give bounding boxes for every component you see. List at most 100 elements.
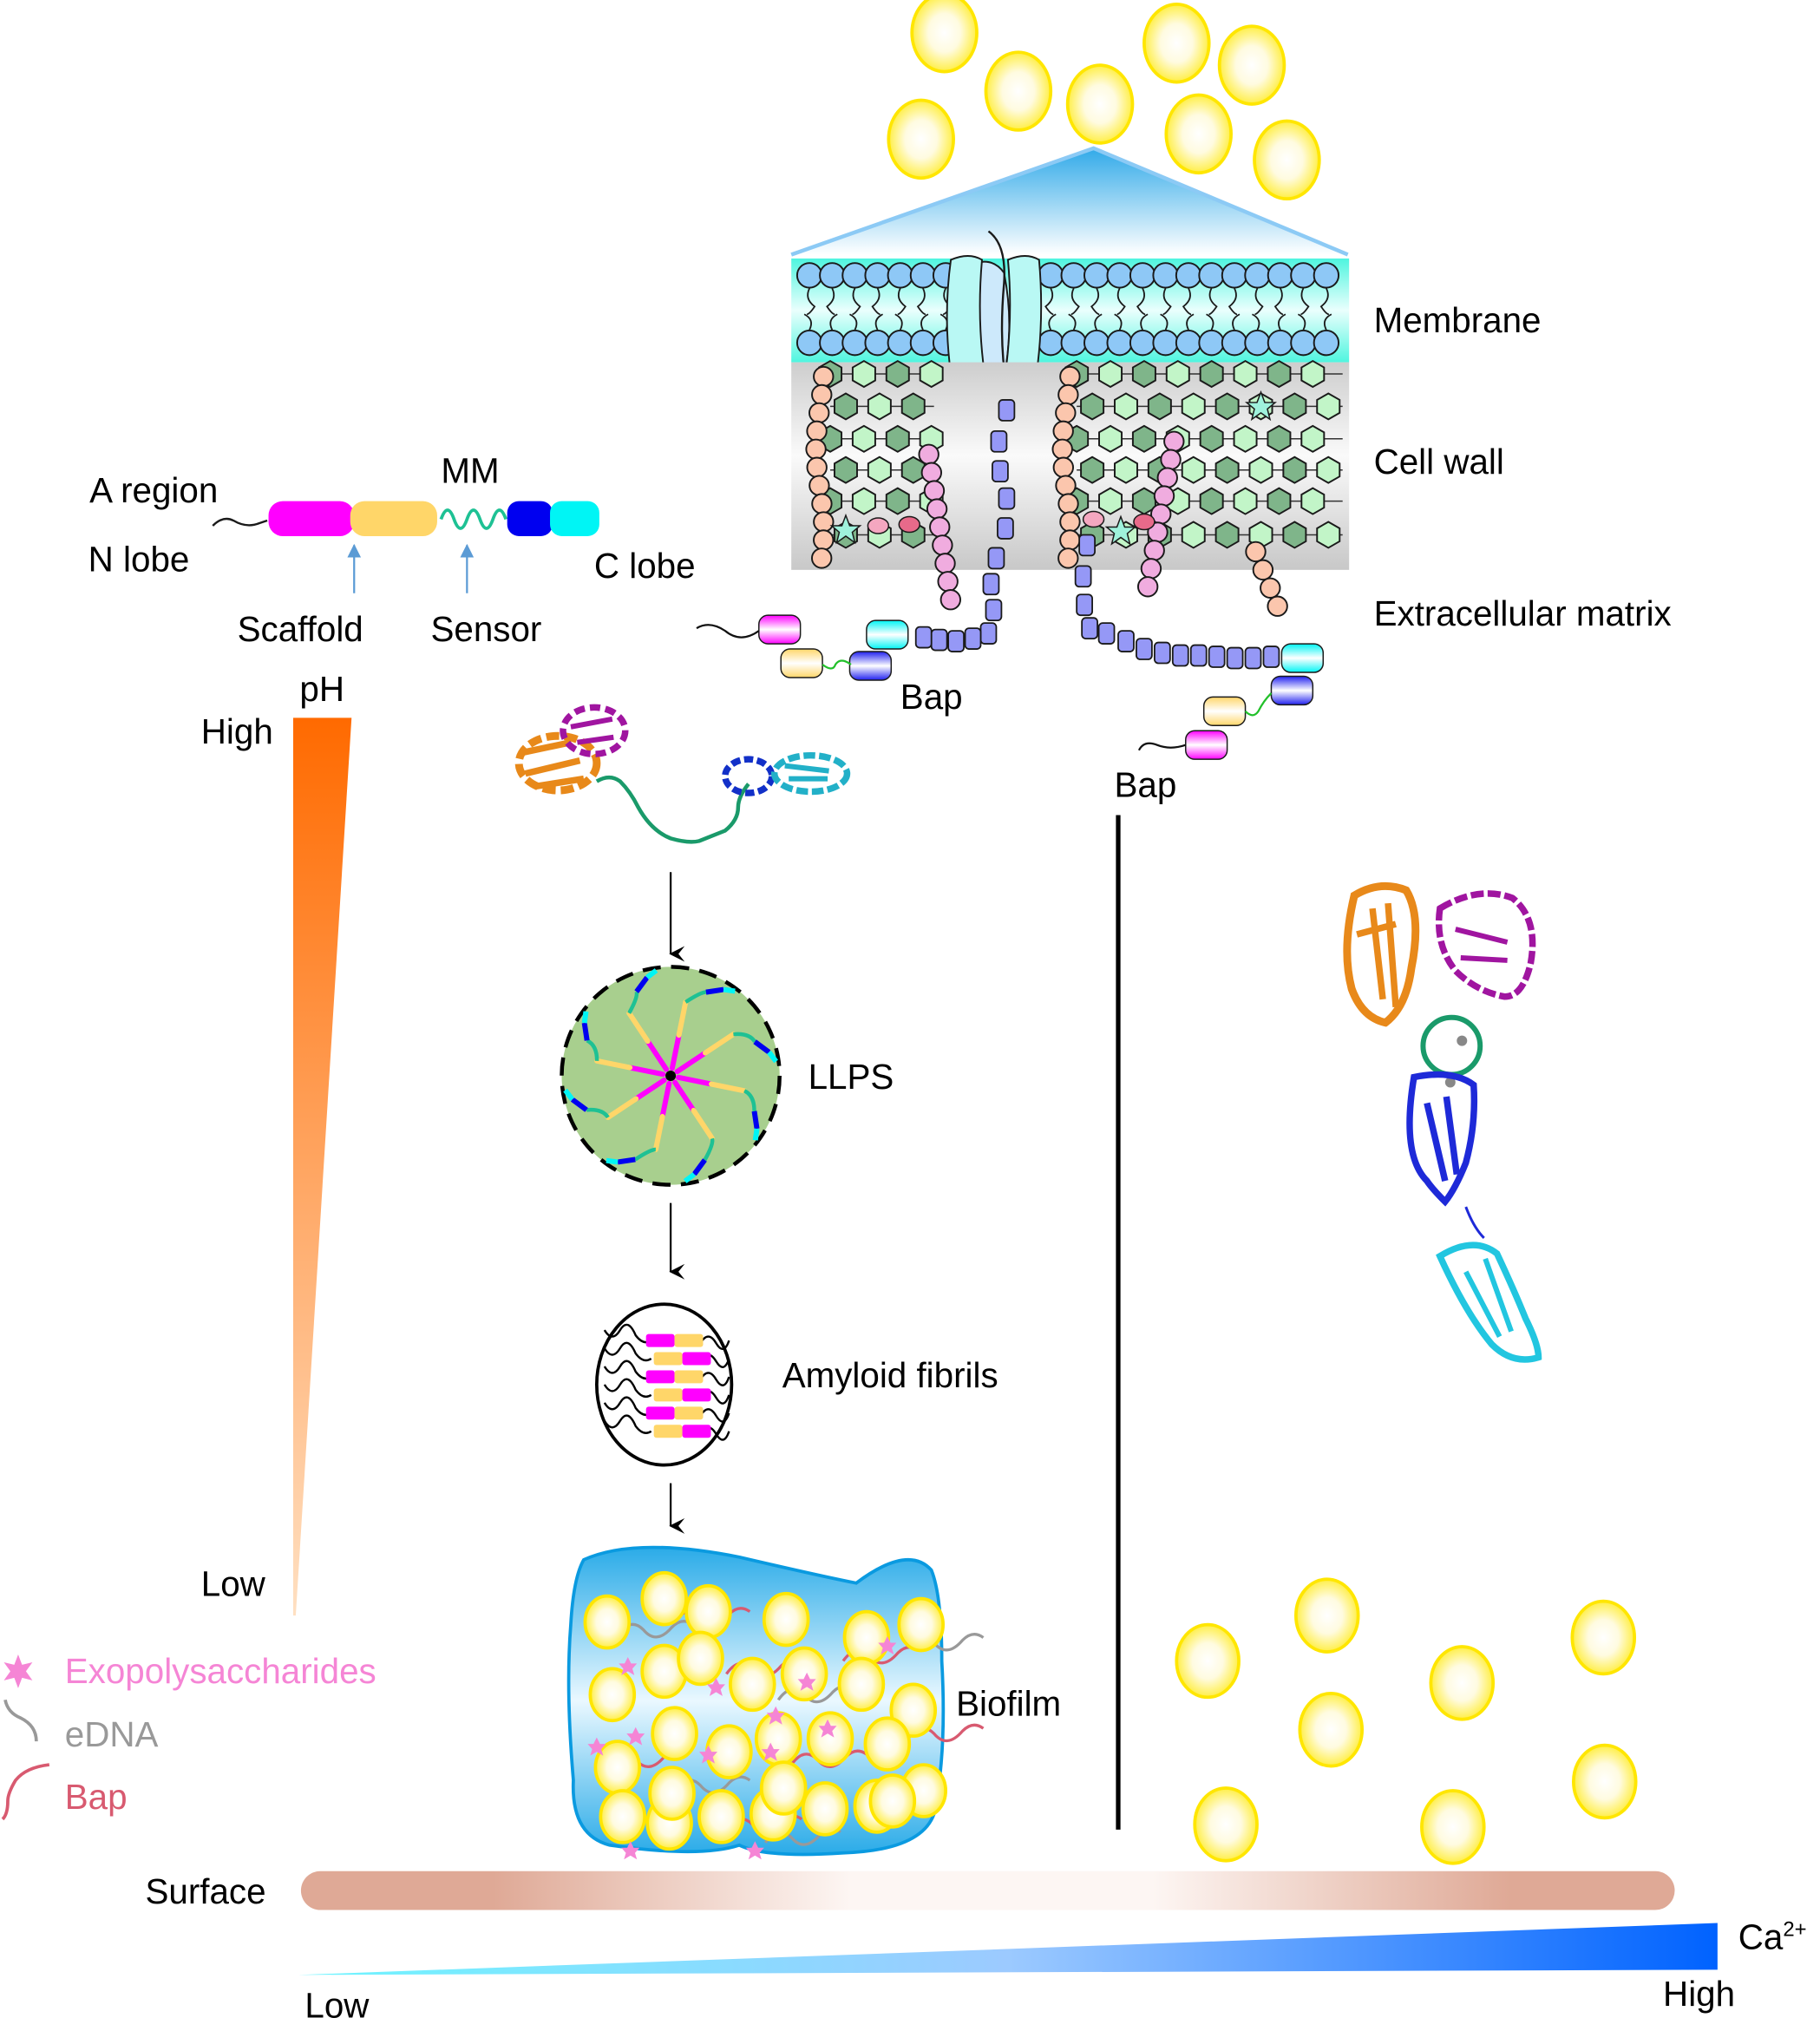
lipid-head — [819, 262, 846, 289]
teichoic-acid-bead — [1057, 493, 1079, 514]
calcium-high-label: High — [1663, 1974, 1735, 2014]
glycan-sugar — [1199, 487, 1224, 515]
bacterial-cell — [697, 1789, 745, 1844]
legend-item-bap: Bap — [1, 1763, 128, 1821]
lipid-tail — [871, 287, 881, 316]
legend-item-exopolysaccharides: Exopolysaccharides — [3, 1651, 376, 1691]
membrane-label: Membrane — [1374, 300, 1542, 340]
glycan-sugar — [1233, 487, 1258, 515]
bap-tail — [696, 624, 760, 639]
bap-anchored-chains — [696, 399, 1325, 760]
bacterial-cell — [897, 1596, 946, 1653]
amyloid-fibrils-label: Amyloid fibrils — [782, 1355, 998, 1395]
llps-a-region — [645, 1038, 670, 1072]
teichoic-acid-bead — [1059, 365, 1081, 388]
bap-repeat — [914, 626, 933, 649]
glycan-sugar — [1233, 359, 1258, 389]
lipid-tail — [1136, 287, 1146, 316]
cell-wall-label: Cell wall — [1374, 442, 1504, 482]
bap-tail — [1137, 742, 1187, 751]
bap-repeat — [985, 599, 1003, 622]
bap-repeat — [1171, 644, 1189, 667]
lipid-tail — [1114, 313, 1123, 331]
bap-c-lobe-cyan — [866, 619, 909, 650]
bap-repeat — [1097, 622, 1116, 645]
bacterial-cell — [684, 1583, 732, 1640]
a-region-label: A region — [89, 470, 218, 510]
calcium-low-label: Low — [304, 1986, 370, 2026]
llps-scaffold — [709, 1081, 748, 1094]
llps-scaffold — [676, 999, 689, 1038]
bap-repeat — [1244, 646, 1262, 670]
teichoic-acid-bead — [1051, 438, 1073, 460]
bap-repeat — [1076, 593, 1093, 617]
amyloid-segment — [645, 1333, 675, 1347]
lipid-tail — [1232, 313, 1241, 331]
teichoic-acid-bead — [1245, 541, 1267, 563]
star-molecule — [829, 513, 862, 545]
lipid-head — [1060, 329, 1087, 357]
glycan-sugar — [1214, 521, 1240, 549]
lipid-tail — [826, 287, 835, 316]
teichoic-acid-bead — [1153, 485, 1175, 507]
wall-vesicle — [1082, 510, 1105, 528]
bap-repeat — [964, 627, 982, 650]
llps-mm — [634, 1147, 657, 1162]
glycan-sugar — [1147, 392, 1172, 421]
glycan-sugar — [1248, 455, 1273, 484]
lipid-tail — [1273, 287, 1284, 316]
amyloid-strand — [603, 1323, 652, 1344]
lipid-head — [1060, 262, 1087, 289]
bap-repeat — [1208, 645, 1226, 668]
glycan-sugar — [1113, 455, 1138, 484]
bacterial-cell — [1420, 1789, 1486, 1865]
glycan-sugar — [851, 359, 876, 389]
llps-mm — [627, 991, 639, 1014]
bap-repeat — [1117, 630, 1135, 652]
lipid-tail — [1048, 313, 1057, 331]
ph-high-label: High — [201, 711, 273, 751]
llps-mm — [733, 1032, 757, 1044]
star-molecule — [1104, 514, 1137, 546]
glycan-sugar — [1199, 359, 1224, 389]
star-icon — [3, 1654, 33, 1688]
bap-repeat — [1078, 534, 1096, 557]
glycan-sugar — [1098, 487, 1123, 515]
amyloid-strand — [603, 1341, 652, 1362]
lipid-tail — [1228, 287, 1238, 316]
calcium-ion: Ca — [1738, 1916, 1784, 1956]
lipid-tail — [1319, 287, 1330, 316]
lipid-tail — [920, 313, 929, 331]
teichoic-acid-bead — [939, 589, 961, 611]
lipid-head — [1267, 329, 1294, 357]
wall-vesicle — [867, 517, 890, 534]
domain-a2 — [350, 501, 437, 536]
amyloid-segment — [674, 1333, 704, 1347]
llps-c-lobe — [581, 1022, 590, 1041]
blue-domain-compact — [1406, 1071, 1478, 1207]
bap-repeat — [1262, 645, 1280, 668]
lipid-tail — [1094, 313, 1103, 331]
lipid-tail — [1252, 313, 1260, 331]
lipid-head — [1038, 262, 1064, 289]
amyloid-strand — [603, 1414, 652, 1434]
lipid-head — [909, 329, 937, 357]
llps-scaffold — [691, 1107, 716, 1142]
teichoic-acid-bead — [1267, 595, 1288, 617]
amyloid-segment — [653, 1425, 683, 1438]
bacterial-cell — [583, 1594, 632, 1650]
ph-title: pH — [299, 669, 344, 709]
lipid-head — [1175, 262, 1202, 289]
teichoic-acid-bead — [1057, 547, 1079, 569]
glycan-sugar — [900, 392, 926, 421]
lipid-tail — [1254, 287, 1264, 316]
lipid-head — [909, 262, 937, 289]
legend-label-edna: eDNA — [65, 1714, 159, 1754]
amyloid-segment — [653, 1352, 683, 1366]
lipid-tail — [1324, 313, 1332, 331]
llps-c-lobe — [691, 1158, 707, 1176]
teichoic-acid-bead — [811, 547, 833, 569]
squiggle-icon — [3, 1699, 38, 1742]
n-lobe-structure — [514, 704, 629, 795]
